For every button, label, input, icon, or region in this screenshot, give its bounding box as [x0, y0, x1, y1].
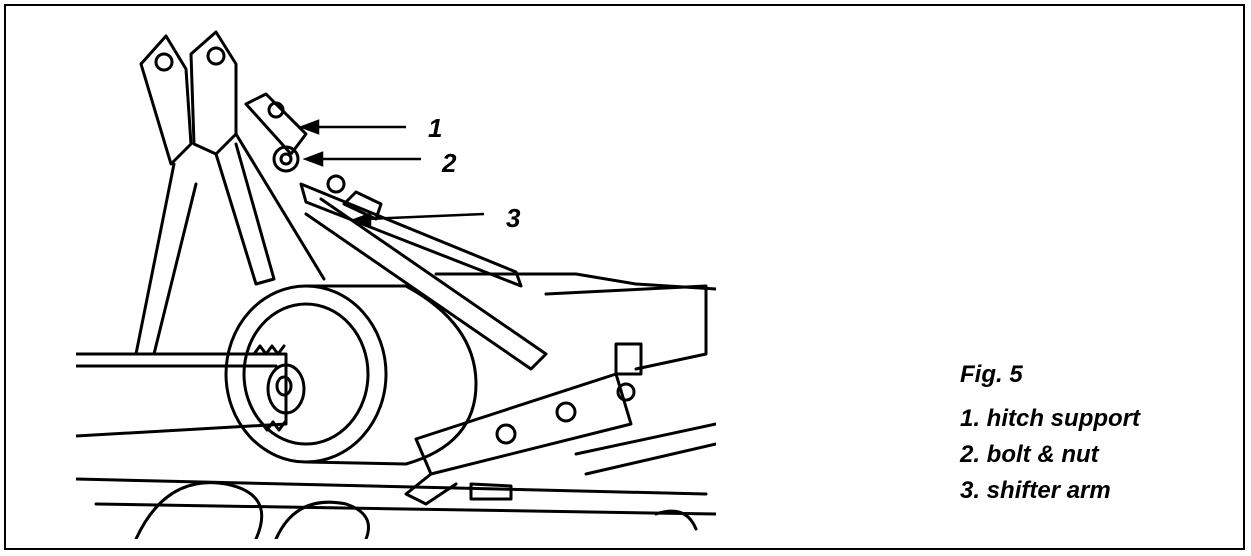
tiller-hitch-illustration: 1 2 3 — [76, 30, 716, 539]
figure-frame: 1 2 3 Fig. 5 1. hitch support 2. bolt & … — [4, 4, 1245, 550]
callout-2: 2 — [441, 148, 457, 178]
callout-1: 1 — [428, 113, 442, 143]
legend-item-hitch-support: 1. hitch support — [960, 405, 1140, 432]
legend-item-shifter-arm: 3. shifter arm — [960, 477, 1111, 504]
figure-title: Fig. 5 — [960, 361, 1023, 388]
figure-caption: Fig. 5 1. hitch support 2. bolt & nut 3.… — [960, 361, 1140, 509]
callout-3: 3 — [506, 203, 521, 233]
legend-item-bolt-nut: 2. bolt & nut — [960, 441, 1099, 468]
